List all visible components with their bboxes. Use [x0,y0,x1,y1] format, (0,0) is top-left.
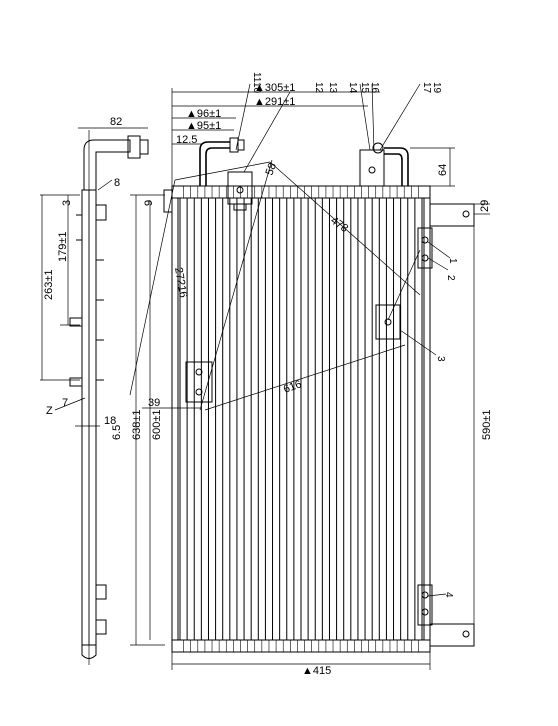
dim-305: ▲305±1 [254,82,295,94]
dim-27216: 27216 [172,266,189,298]
front-fittings [185,137,475,647]
callout-13: 13 [327,82,338,94]
diagonal-lines: 27216 478 616 58 [129,159,421,411]
callout-z: Z [46,405,53,417]
callout-2: 2 [445,275,456,281]
dim-7: 7 [62,397,68,409]
callout-15: 15 [359,82,370,94]
top-callouts: 10 11 12 13 14 15 16 17 19 [235,72,442,173]
callout-10: 10 [251,82,262,94]
dim-39: 39 [148,397,160,409]
right-callouts: 1 2 3 4 [399,241,458,598]
dim-9: 9 [143,200,155,206]
dim-263: 263±1 [43,269,55,300]
dim-3: 3 [61,200,73,206]
dim-64: 64 [437,164,449,176]
side-view [69,130,149,665]
dim-638: 638±1 [131,409,143,440]
callout-3: 3 [435,356,446,362]
top-dims: ▲305±1 ▲291±1 ▲96±1 ▲95±1 12.5 64 29 590… [171,82,493,677]
condenser-tubes [179,186,423,652]
dim-291: ▲291±1 [254,96,295,108]
callout-17: 17 [421,82,432,94]
dim-18: 18 [104,415,116,427]
callout-11: 11 [251,72,262,83]
dim-95: ▲95±1 [186,120,221,132]
side-dims: 82 179±1 263±1 3 9 Z 7 18 6.5 8 638±1 60… [40,116,200,646]
dim-616: 616 [282,378,303,396]
callout-1: 1 [447,258,458,264]
dim-590: 590±1 [481,409,493,440]
dim-96: ▲96±1 [186,108,221,120]
callout-12: 12 [313,82,324,94]
dim-478: 478 [328,215,350,235]
callout-14: 14 [347,82,358,94]
callout-8: 8 [114,177,120,189]
dim-125: 12.5 [176,134,197,146]
dim-179: 179±1 [57,231,69,262]
dim-29: 29 [479,200,491,212]
front-view [163,185,431,653]
dim-415: ▲415 [302,665,331,677]
callout-4: 4 [443,592,454,598]
callout-19: 19 [431,82,442,94]
dim-58: 58 [264,161,279,177]
dim-65: 6.5 [111,425,123,440]
dim-82: 82 [110,116,122,128]
callout-16: 16 [369,82,380,94]
dim-600: 600±1 [151,409,163,440]
